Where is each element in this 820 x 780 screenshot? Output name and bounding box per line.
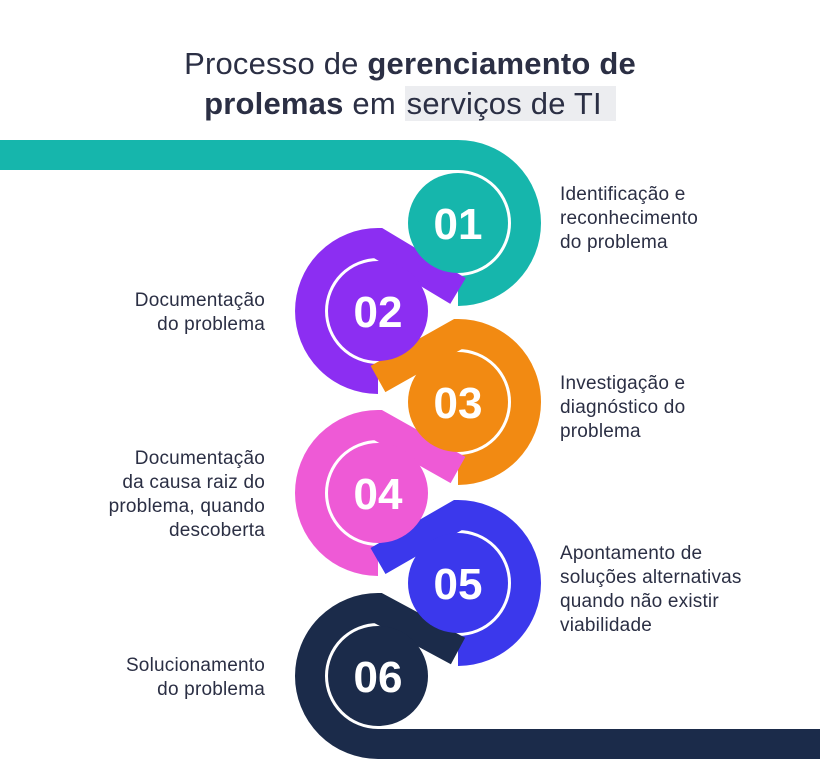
step-4-label-line: da causa raiz do — [122, 472, 265, 493]
diagram-title: Processo de gerenciamento de prolemas em… — [0, 44, 820, 124]
step-3-number: 03 — [434, 379, 483, 428]
step-1-label-line: do problema — [560, 232, 668, 253]
step-2-badge: 02 — [328, 261, 428, 361]
step-3-badge: 03 — [408, 352, 508, 452]
title-part-1: Processo de — [184, 46, 368, 81]
step-1-track — [0, 140, 541, 306]
title-line-2: prolemas em serviços de TI — [0, 84, 820, 124]
step-3-track — [370, 318, 541, 485]
step-6-circle — [328, 626, 428, 726]
step-2-label-line: Documentação — [134, 290, 265, 311]
step-4-label-line: Documentação — [134, 448, 265, 469]
step-3-circle — [408, 352, 508, 452]
step-5-label-line: viabilidade — [560, 615, 652, 636]
title-part-2: gerenciamento de — [367, 46, 636, 81]
step-2-track — [295, 227, 466, 394]
step-4-badge: 04 — [328, 443, 428, 543]
step-6-number: 06 — [354, 653, 403, 702]
step-6-badge: 06 — [328, 626, 428, 726]
step-3-label-line: problema — [560, 421, 641, 442]
step-1-badge: 01 — [408, 173, 508, 273]
step-5-label-line: soluções alternativas — [560, 567, 742, 588]
step-4-label-line: descoberta — [168, 520, 265, 541]
step-5-label-line: Apontamento de — [560, 543, 703, 564]
step-5-badge: 05 — [408, 533, 508, 633]
step-5-track — [370, 499, 541, 666]
step-1-circle — [408, 173, 508, 273]
step-5-circle — [408, 533, 508, 633]
step-2-circle — [328, 261, 428, 361]
step-3-label: Investigação e diagnóstico do problema — [560, 372, 685, 444]
step-3-label-line: Investigação e — [560, 373, 686, 394]
step-6-label-line: Solucionamento — [125, 655, 265, 676]
step-2-number: 02 — [354, 288, 403, 337]
step-3-label-line: diagnóstico do — [560, 397, 686, 418]
step-1-label: Identificação e reconhecimento do proble… — [560, 183, 698, 255]
step-2-label-line: do problema — [157, 314, 265, 335]
step-1-number: 01 — [434, 200, 483, 249]
title-part-4: em — [343, 86, 405, 121]
step-4-circle — [328, 443, 428, 543]
step-4-label-line: problema, quando — [108, 496, 265, 517]
step-4-label: Documentação da causa raiz do problema, … — [109, 447, 265, 543]
step-6-track — [295, 592, 820, 759]
step-6-label: Solucionamento do problema — [126, 654, 265, 702]
step-5-number: 05 — [434, 560, 483, 609]
step-4-number: 04 — [354, 470, 403, 519]
title-line-1: Processo de gerenciamento de — [0, 44, 820, 84]
step-1-label-line: Identificação e — [560, 184, 686, 205]
step-1-label-line: reconhecimento — [560, 208, 698, 229]
step-4-track — [295, 409, 466, 576]
title-part-5: serviços de TI — [404, 86, 616, 121]
step-5-label: Apontamento de soluções alternativas qua… — [560, 542, 742, 638]
step-5-label-line: quando não existir — [560, 591, 719, 612]
step-6-label-line: do problema — [157, 679, 265, 700]
step-2-label: Documentação do problema — [135, 289, 265, 337]
title-part-3: prolemas — [204, 86, 344, 121]
